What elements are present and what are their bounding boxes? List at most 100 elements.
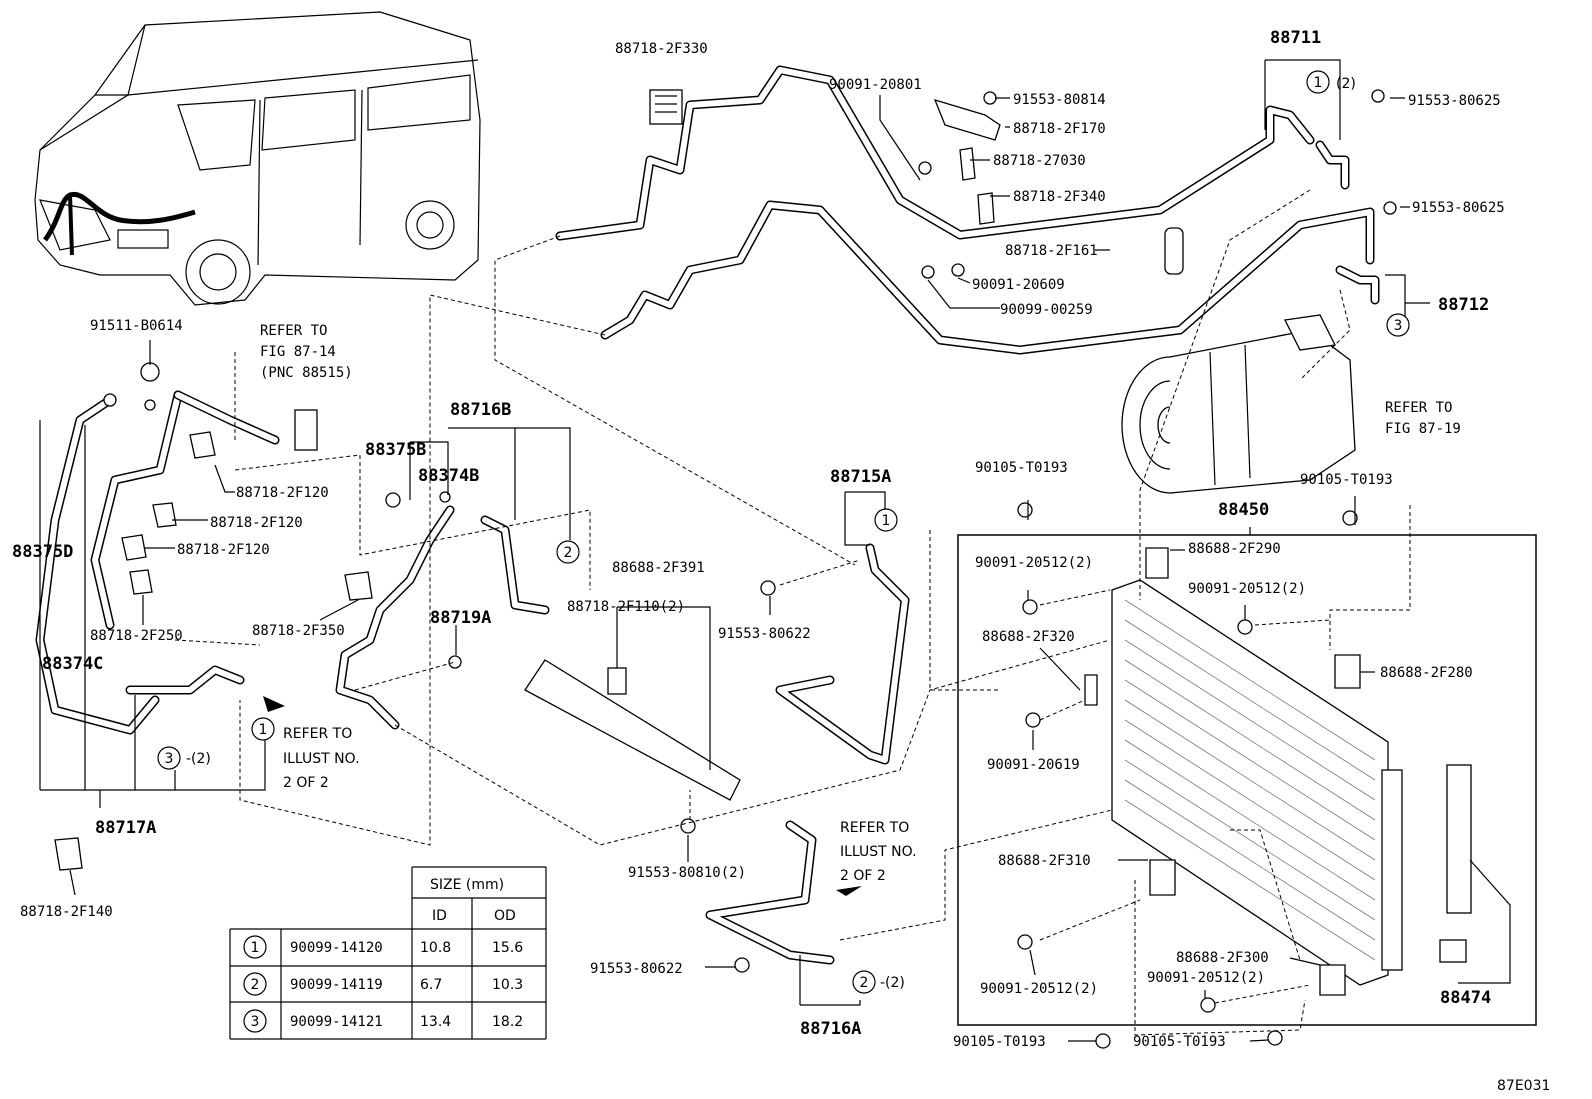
label-88718-2F250: 88718-2F250 [90,628,183,644]
label-91553-80625-a: 91553-80625 [1408,93,1501,109]
arrow-refer-bottom [836,886,862,896]
table-row: 3 90099-14121 13.4 18.2 [243,1009,523,1033]
bolt-90105-T0193-b [1342,510,1358,526]
label-88688-2F310: 88688-2F310 [998,853,1091,869]
svg-text:REFER TO: REFER TO [1385,400,1452,416]
label-88374B: 88374B [418,466,479,486]
label-88688-2F391: 88688-2F391 [612,560,705,576]
condenser-88450 [1111,579,1403,986]
refer-fig-87-14: REFER TO FIG 87-14 (PNC 88515) [260,323,353,381]
tube-88374C [90,390,183,630]
svg-text:REFER TO: REFER TO [283,726,352,742]
bolt-91553-80622-b [734,957,750,973]
label-91553-80810: 91553-80810(2) [628,865,746,881]
part-labels: 88711 88712 88450 88474 88716B 88716A 88… [12,28,1550,1094]
circle-ref-c3-88717A: 3 -(2) [157,746,211,770]
tube-88716B [335,505,550,730]
svg-text:1: 1 [251,940,260,956]
bolt-91553-80625-b [1383,201,1397,215]
clamp-88718-2F110 [607,667,627,695]
label-88474: 88474 [1440,988,1491,1008]
bolt-90105-T0193-d [1267,1030,1283,1046]
refer-illust-bottom: REFER TO ILLUST NO. 2 OF 2 [840,820,917,884]
label-88718-2F110: 88718-2F110(2) [567,599,685,615]
tube-88717A [125,390,280,695]
bolt-90105-T0193-a [1017,502,1033,518]
clamp-88718-27030 [959,147,976,181]
size-table: SIZE (mm) ID OD 1 90099-14120 10.8 15.6 … [229,866,547,1040]
svg-text:10.3: 10.3 [492,977,523,993]
svg-text:2 OF 2: 2 OF 2 [840,868,886,884]
svg-text:-(2): -(2) [186,751,211,767]
bolt-91511-B0614 [140,362,160,382]
svg-text:ILLUST NO.: ILLUST NO. [840,844,917,860]
label-90105-T0193-c: 90105-T0193 [953,1034,1046,1050]
label-88375B: 88375B [365,440,426,460]
label-88718-2F161: 88718-2F161 [1005,243,1098,259]
leader-lines [39,59,1511,1042]
o-ring [144,399,156,411]
bracket-88688-2F320 [1084,674,1098,706]
label-91553-80814: 91553-80814 [1013,92,1106,108]
size-table-header: SIZE (mm) [430,877,504,893]
label-88716A: 88716A [800,1019,861,1039]
circle-ref-c1-88711: 1 (2) [1306,70,1356,94]
svg-text:REFER TO: REFER TO [260,323,327,339]
label-90091-20512-b: 90091-20512(2) [1188,581,1306,597]
clamp-88718-2F120-c [121,534,147,561]
refer-fig-87-19: REFER TO FIG 87-19 [1385,400,1461,437]
bolt-91553-80810 [680,818,696,834]
label-88688-2F300: 88688-2F300 [1176,950,1269,966]
svg-text:18.2: 18.2 [492,1014,523,1030]
svg-text:15.6: 15.6 [492,940,523,956]
label-88718-2F340: 88718-2F340 [1013,189,1106,205]
size-table-col-od: OD [494,908,516,924]
svg-text:90099-14119: 90099-14119 [290,977,383,993]
label-90105-T0193-b: 90105-T0193 [1300,472,1393,488]
label-88718-2F330: 88718-2F330 [615,41,708,57]
o-ring-88375B [385,492,401,508]
label-88711: 88711 [1270,28,1321,48]
circle-ref-c1-88717A: 1 [251,717,275,741]
label-88718-2F170: 88718-2F170 [1013,121,1106,137]
svg-text:1: 1 [259,722,268,738]
label-90091-20801: 90091-20801 [829,77,922,93]
label-88688-2F280: 88688-2F280 [1380,665,1473,681]
bracket-88718-2F170 [933,98,1001,141]
bracket-88688-2F290 [1145,547,1169,579]
label-90091-20512-a: 90091-20512(2) [975,555,1093,571]
table-row: 1 90099-14120 10.8 15.6 [243,935,523,959]
bolt-90091-20801 [918,161,932,175]
circle-ref-c1-88715A: 1 [874,508,898,532]
svg-text:90099-14120: 90099-14120 [290,940,383,956]
label-88718-2F140: 88718-2F140 [20,904,113,920]
bolt-90099-00259 [921,265,935,279]
label-88375D: 88375D [12,542,73,562]
label-88715A: 88715A [830,467,891,487]
label-90091-20609: 90091-20609 [972,277,1065,293]
label-90091-20512-c: 90091-20512(2) [980,981,1098,997]
label-88718-2F120-c: 88718-2F120 [177,542,270,558]
svg-text:3: 3 [165,751,174,767]
bolt-90091-20609 [951,263,965,277]
arrow-refer-left [263,696,285,712]
label-91553-80622-b: 91553-80622 [590,961,683,977]
label-90091-20512-d: 90091-20512(2) [1147,970,1265,986]
bracket-88688-2F391 [524,659,741,801]
svg-text:FIG 87-14: FIG 87-14 [260,344,336,360]
bracket-88688-2F300 [1319,964,1346,996]
label-88374C: 88374C [42,654,103,674]
label-88718-2F120-a: 88718-2F120 [236,485,329,501]
clamp-88718-2F140 [54,837,83,871]
label-90099-00259: 90099-00259 [1000,302,1093,318]
svg-text:3: 3 [1394,318,1403,334]
clamp-88718-2F350 [344,571,373,601]
svg-text:2: 2 [251,977,260,993]
bolt-90091-20512-a [1022,599,1038,615]
bolt-90091-20512-d [1200,997,1216,1013]
van-illustration [34,11,481,306]
label-90091-20619: 90091-20619 [987,757,1080,773]
tube-88716A [705,820,835,965]
tube-88715A [775,543,910,765]
